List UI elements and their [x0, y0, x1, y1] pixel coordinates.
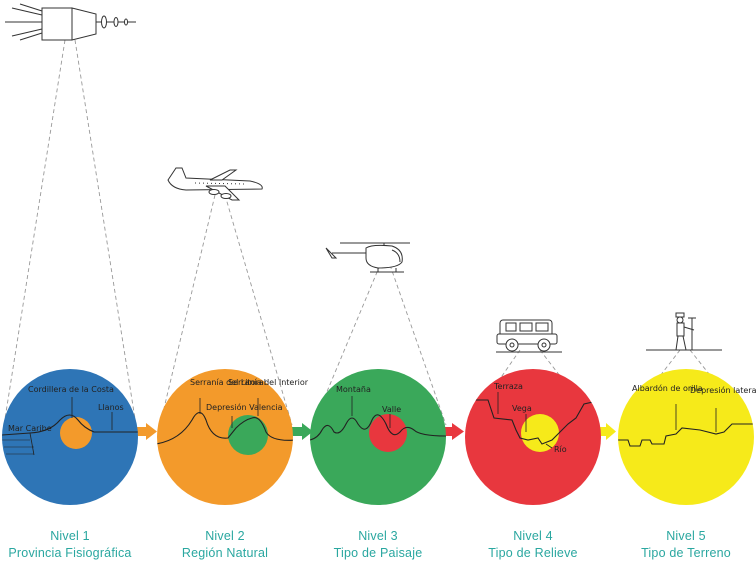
label-vega: Vega — [512, 404, 532, 413]
level-4-circle: Terraza Vega Río — [465, 369, 601, 505]
label-albardon: Albardón de orilla — [632, 383, 703, 393]
caption-level-3: Nivel 3 Tipo de Paisaje — [303, 528, 453, 562]
caption-level-1: Nivel 1 Provincia Fisiográfica — [0, 528, 145, 562]
caption-level-4: Nivel 4 Tipo de Relieve — [458, 528, 608, 562]
level-3-circle: Montaña Valle — [310, 369, 446, 505]
label-serrania-litoral: Serranía del Litoral — [190, 378, 266, 387]
label-mar-caribe: Mar Caribe — [8, 424, 52, 433]
caption-level-5: Nivel 5 Tipo de Terreno — [611, 528, 756, 562]
level-1-circle: Cordillera de la Costa Llanos Mar Caribe — [2, 369, 138, 505]
label-serrania-interior: Serranía del Interior — [228, 378, 309, 387]
label-llanos: Llanos — [98, 403, 124, 412]
caption-level-3-name: Tipo de Paisaje — [333, 546, 423, 560]
label-cordillera: Cordillera de la Costa — [28, 385, 114, 394]
label-terraza: Terraza — [493, 382, 523, 391]
caption-level-2-nivel: Nivel 2 — [205, 529, 245, 543]
caption-level-5-name: Tipo de Terreno — [641, 546, 731, 560]
jeep-icon — [496, 319, 562, 353]
helicopter-icon — [325, 242, 410, 273]
level-2-circle: Serranía del Litoral Serranía del Interi… — [157, 369, 309, 505]
surveyor-icon — [646, 312, 722, 351]
label-depresion-valencia-text: Depresión Valencia — [206, 402, 283, 412]
label-depresion-lateral: Depresión lateral — [690, 385, 756, 395]
caption-level-5-nivel: Nivel 5 — [666, 529, 706, 543]
label-serrania-interior-text: Serranía del Interior — [228, 378, 309, 387]
label-rio: Río — [554, 445, 567, 454]
caption-level-2-name: Región Natural — [181, 546, 269, 560]
satellite-icon — [5, 3, 136, 41]
level-5-circle: Albardón de orilla Depresión lateral — [618, 369, 756, 505]
caption-level-1-name: Provincia Fisiográfica — [8, 546, 132, 560]
caption-level-3-nivel: Nivel 3 — [358, 529, 398, 543]
airplane-icon — [167, 167, 263, 201]
caption-level-1-nivel: Nivel 1 — [50, 529, 90, 543]
caption-level-2: Nivel 2 Región Natural — [150, 528, 300, 562]
label-montana: Montaña — [336, 385, 371, 394]
label-depresion-valencia: Depresión Valencia — [206, 402, 283, 412]
label-serrania-litoral-text: Serranía del Litoral — [190, 378, 266, 387]
caption-level-4-nivel: Nivel 4 — [513, 529, 553, 543]
label-valle: Valle — [382, 405, 401, 414]
caption-level-4-name: Tipo de Relieve — [488, 546, 578, 560]
